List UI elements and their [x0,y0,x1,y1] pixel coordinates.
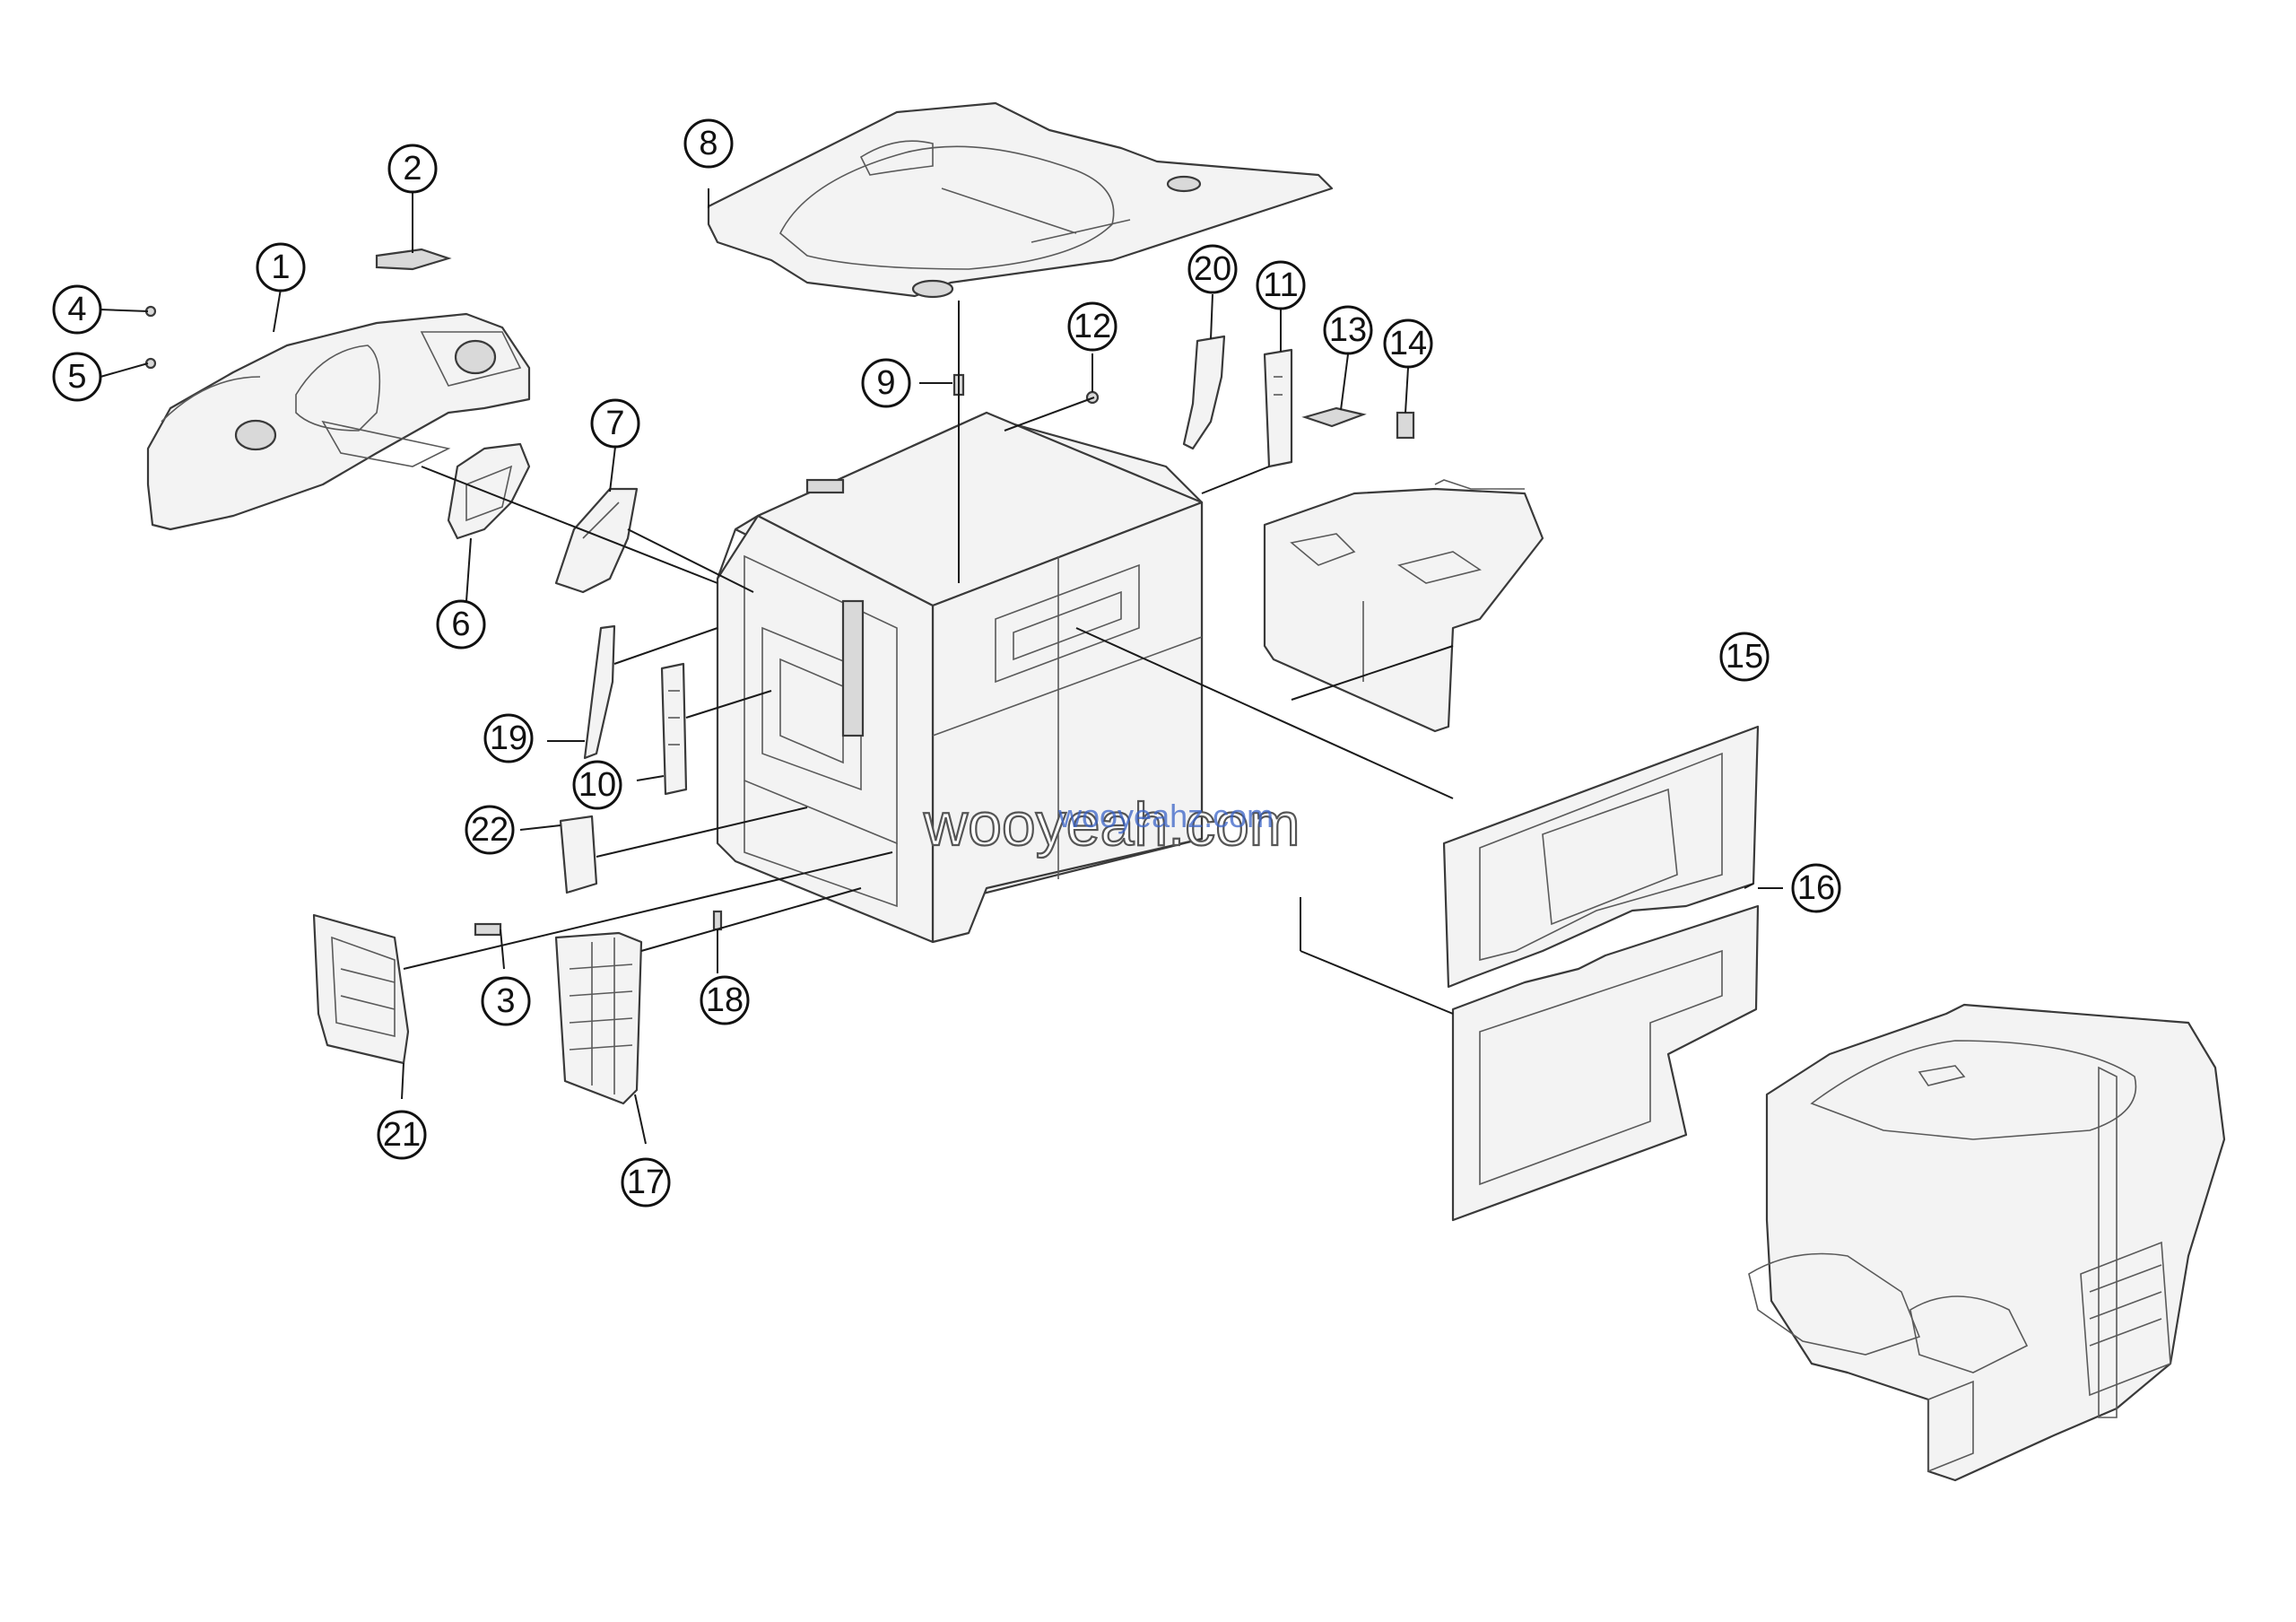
trim-cover-part [554,487,639,594]
svg-text:19: 19 [490,719,527,757]
callout-16: 16 [1791,863,1841,913]
callout-17: 17 [621,1157,671,1208]
left-pillar-trim-part [583,624,616,760]
callout-2: 2 [387,144,438,194]
lower-rear-panel-part [1451,904,1760,1222]
mount-bracket-part [447,442,531,540]
vent-part [375,248,452,271]
dashboard-part [146,312,531,531]
svg-text:12: 12 [1074,308,1111,345]
rear-panel-part [1442,725,1760,989]
pin-part [712,910,723,931]
left-door-panel-part [312,913,410,1065]
callout-12: 12 [1067,301,1118,352]
svg-text:5: 5 [67,358,86,396]
callout-13: 13 [1323,305,1373,355]
svg-text:10: 10 [578,766,616,804]
leader-lines [100,188,1783,1145]
svg-text:15: 15 [1726,638,1763,676]
cab-frame-part [716,411,1204,944]
assembled-cab-view [1748,1003,2226,1482]
callout-22: 22 [465,805,515,855]
side-strip-part [1263,348,1293,468]
svg-text:8: 8 [699,125,718,162]
side-grille-panel-part [554,931,643,1105]
svg-text:7: 7 [605,405,624,442]
svg-text:17: 17 [627,1164,665,1201]
svg-text:6: 6 [451,606,470,643]
callout-7: 7 [590,398,640,449]
roof-headliner-part [707,101,1334,299]
svg-text:2: 2 [403,150,422,187]
callout-1: 1 [256,242,306,292]
callout-5: 5 [52,352,102,402]
svg-text:14: 14 [1389,325,1427,362]
screw-parts [144,305,157,370]
plate-part [1301,406,1367,428]
lower-trim-part [559,815,598,894]
svg-text:9: 9 [876,364,895,402]
callout-14: 14 [1383,318,1433,369]
svg-text:11: 11 [1263,266,1298,304]
watermark: wooyeah.com [923,790,1300,859]
callout-15: 15 [1719,632,1770,682]
pillar-trim-part [1182,335,1226,450]
callout-8: 8 [683,118,734,169]
callout-6: 6 [436,599,486,650]
bolt-part [474,922,502,937]
callout-3: 3 [481,976,531,1026]
svg-text:4: 4 [67,291,86,328]
plug-part [1396,411,1415,440]
callout-18: 18 [700,975,750,1025]
svg-text:16: 16 [1797,869,1835,907]
rear-console-part [1263,479,1544,733]
watermark-overlay: wooyeahz.com [1057,798,1274,834]
svg-text:21: 21 [383,1116,421,1154]
callout-9: 9 [861,358,911,408]
svg-text:18: 18 [706,981,744,1019]
callout-4: 4 [52,284,102,335]
svg-text:3: 3 [496,982,515,1020]
callout-10: 10 [572,760,622,810]
svg-text:13: 13 [1329,311,1367,349]
callout-21: 21 [377,1110,427,1160]
svg-text:20: 20 [1194,250,1231,288]
callout-11: 11 [1256,260,1306,310]
svg-text:1: 1 [271,249,290,286]
left-strip-part [660,662,688,796]
callout-20: 20 [1187,244,1238,294]
callout-19: 19 [483,713,534,763]
svg-text:22: 22 [471,811,509,849]
